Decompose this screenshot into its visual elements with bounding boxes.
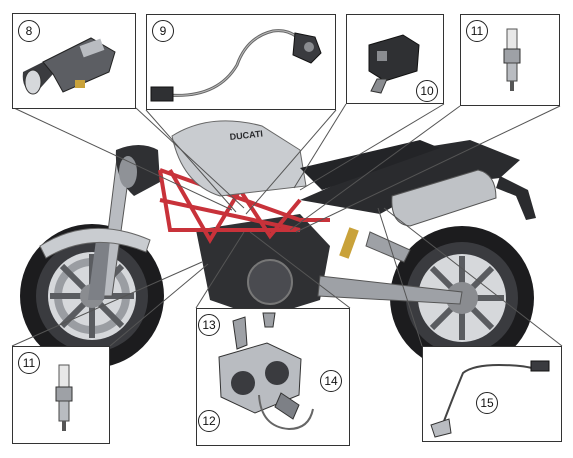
spark-plug-drawing-bottom	[55, 364, 73, 431]
footpeg-bracket	[365, 231, 411, 263]
lambda-probe-drawing	[430, 360, 550, 438]
callout-11-top: 11	[466, 20, 488, 42]
inset-throttle-body-12-14	[196, 308, 350, 446]
inset-spark-plug-11-top	[460, 14, 560, 106]
sensor-9-drawing	[150, 29, 322, 102]
engine-cover	[247, 259, 293, 305]
rear-hugger	[496, 176, 536, 220]
sensor-8-drawing	[22, 37, 116, 95]
headlight-lens	[119, 156, 137, 188]
callout-10: 10	[416, 80, 438, 102]
callout-8: 8	[18, 20, 40, 42]
callout-13: 13	[198, 314, 220, 336]
callout-9: 9	[152, 20, 174, 42]
swingarm	[317, 275, 463, 305]
callout-12: 12	[198, 410, 220, 432]
callout-14: 14	[320, 370, 342, 392]
callout-11-bottom: 11	[18, 352, 40, 374]
leader-lines	[11, 103, 563, 347]
spark-plug-drawing-top	[503, 28, 521, 91]
tail-section	[300, 140, 520, 214]
tank-brand: DUCATI	[229, 129, 263, 142]
throttle-body-drawing	[218, 312, 314, 431]
exhaust	[391, 169, 497, 227]
seat	[300, 140, 440, 190]
ignition-coil-drawing	[368, 34, 420, 94]
rear-wheel	[390, 226, 534, 370]
inset-sensor-9	[146, 14, 336, 110]
rear-shock	[339, 227, 359, 259]
front-fender	[39, 227, 151, 259]
callout-15: 15	[476, 392, 498, 414]
